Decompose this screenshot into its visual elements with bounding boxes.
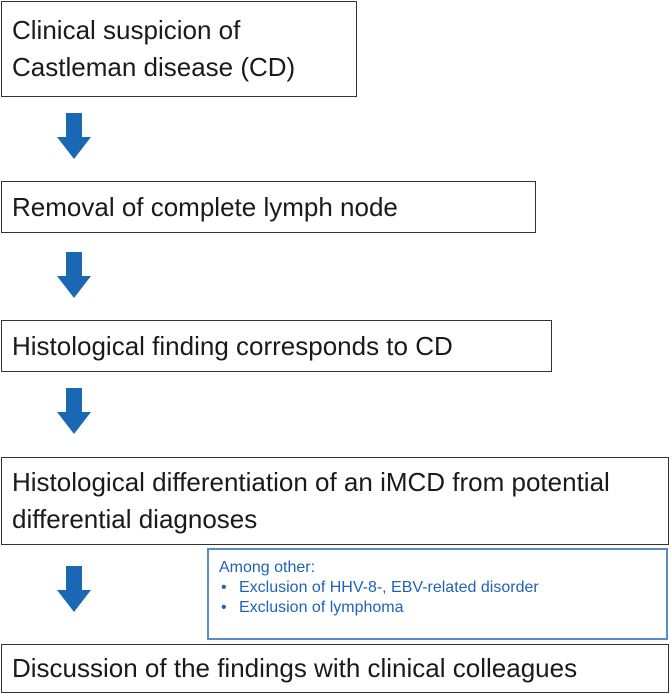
step-box-clinical-suspicion: Clinical suspicion of Castleman disease … [1, 1, 357, 97]
step-text-histological-finding: Histological finding corresponds to CD [12, 330, 453, 361]
down-arrow-icon [57, 566, 91, 612]
step-text-discussion: Discussion of the findings with clinical… [12, 653, 578, 683]
step-box-differentiation: Histological differentiation of an iMCD … [1, 457, 669, 545]
note-heading: Among other: [219, 559, 316, 576]
down-arrow-icon [57, 252, 91, 298]
step-box-discussion: Discussion of the findings with clinical… [1, 644, 669, 693]
step-text-clinical-suspicion: Clinical suspicion of Castleman disease … [12, 15, 296, 82]
note-box-among-other: Among other: Exclusion of HHV-8-, EBV-re… [207, 548, 668, 640]
step-text-differentiation: Histological differentiation of an iMCD … [12, 467, 610, 534]
down-arrow-icon [57, 113, 91, 159]
note-bullet-list: Exclusion of HHV-8-, EBV-related disorde… [219, 578, 656, 618]
step-box-histological-finding: Histological finding corresponds to CD [1, 320, 552, 372]
step-box-removal: Removal of complete lymph node [1, 181, 536, 233]
note-bullet-lymphoma: Exclusion of lymphoma [219, 598, 656, 618]
step-text-removal: Removal of complete lymph node [12, 191, 398, 222]
note-bullet-hhv8-ebv: Exclusion of HHV-8-, EBV-related disorde… [219, 578, 656, 598]
down-arrow-icon [57, 388, 91, 434]
